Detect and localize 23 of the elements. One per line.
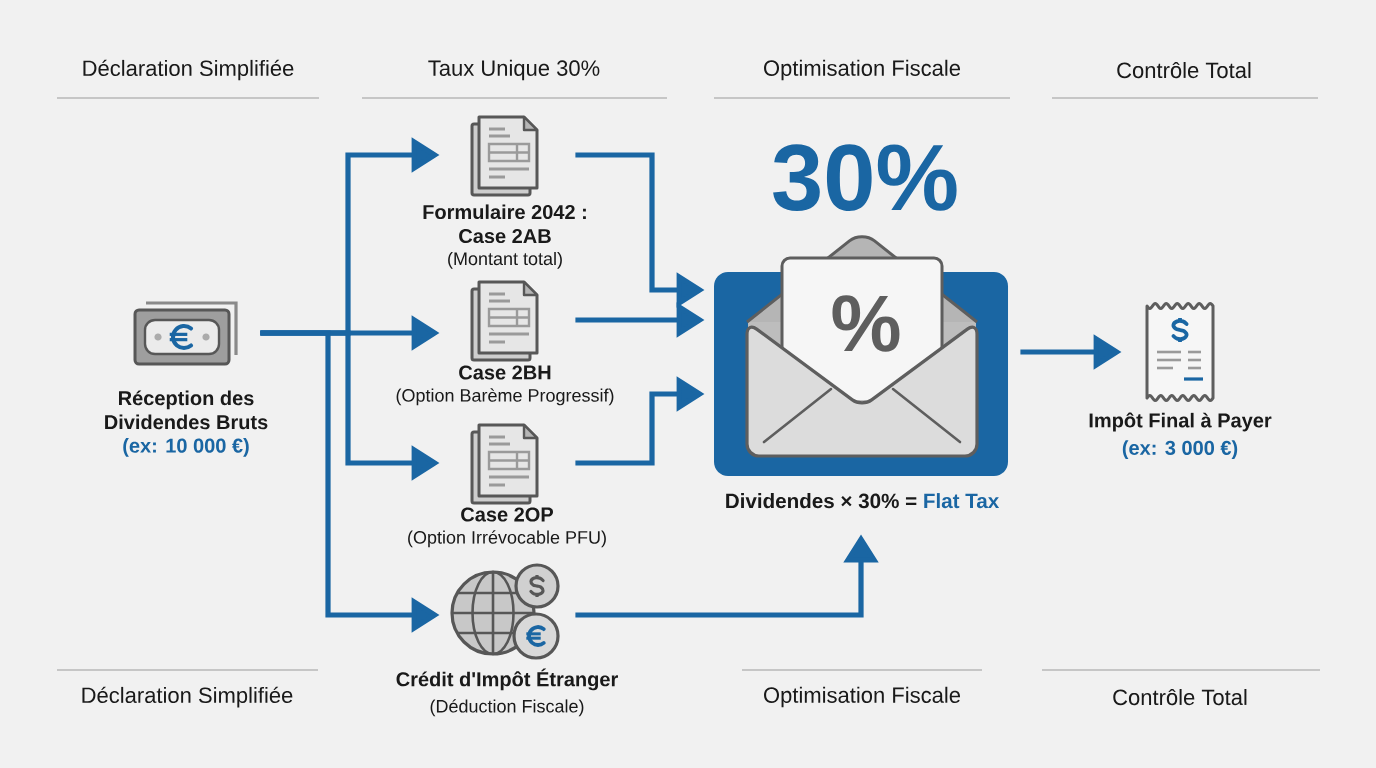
column-heading: Déclaration Simplifiée — [83, 59, 294, 81]
column-heading: Contrôle Total — [1117, 61, 1251, 79]
percent-sign: % — [832, 295, 900, 352]
node-subtitle: (Option Barème Progressif) — [396, 388, 614, 406]
percent-heading: 30% — [773, 144, 957, 212]
formula-text: Dividendes × 30% = — [726, 493, 917, 509]
column-heading: Contrôle Total — [1113, 688, 1247, 706]
node-subtitle: (Déduction Fiscale) — [430, 699, 584, 717]
node-title: Case 2OP — [461, 507, 553, 522]
node-title: Crédit d'Impôt Étranger — [396, 668, 618, 691]
column-heading: Taux Unique 30% — [428, 59, 600, 81]
amount-text: (ex: 10 000 €) — [123, 438, 249, 457]
column-heading: Optimisation Fiscale — [764, 686, 961, 708]
node-title: Case 2BH — [459, 365, 551, 380]
column-heading: Optimisation Fiscale — [764, 59, 961, 81]
node-title: Réception des Dividendes Bruts — [105, 390, 268, 430]
node-title: Impôt Final à Payer — [1089, 412, 1272, 432]
column-heading: Déclaration Simplifiée — [82, 686, 293, 708]
amount-text: (ex: 3 000 €) — [1122, 440, 1238, 459]
highlighted-term: Flat Tax — [924, 493, 1000, 509]
node-subtitle: (Option Irrévocable PFU) — [408, 530, 606, 548]
node-title: Formulaire 2042 : Case 2AB — [423, 204, 586, 244]
node-subtitle: (Montant total) — [448, 251, 562, 269]
